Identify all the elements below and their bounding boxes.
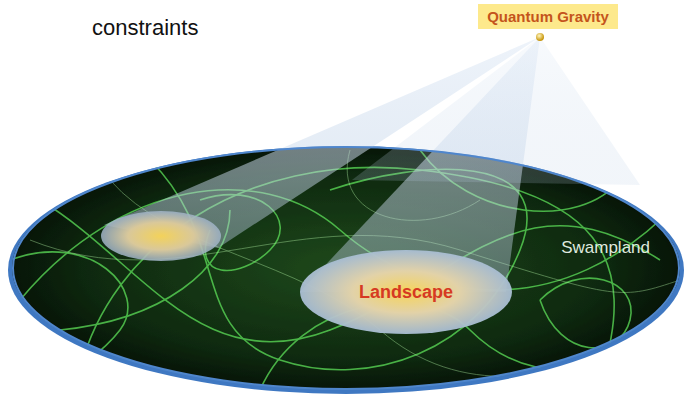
note-label: constraints <box>92 15 198 41</box>
node-label: Swampland <box>561 238 650 258</box>
node-label: Landscape <box>359 282 453 303</box>
landscape-ellipse: Landscape <box>300 250 512 334</box>
node-label: Quantum Gravity <box>487 8 609 25</box>
heading-box: Quantum Gravity <box>478 4 618 29</box>
region-ellipse: SwamplandLandscape <box>12 146 680 390</box>
